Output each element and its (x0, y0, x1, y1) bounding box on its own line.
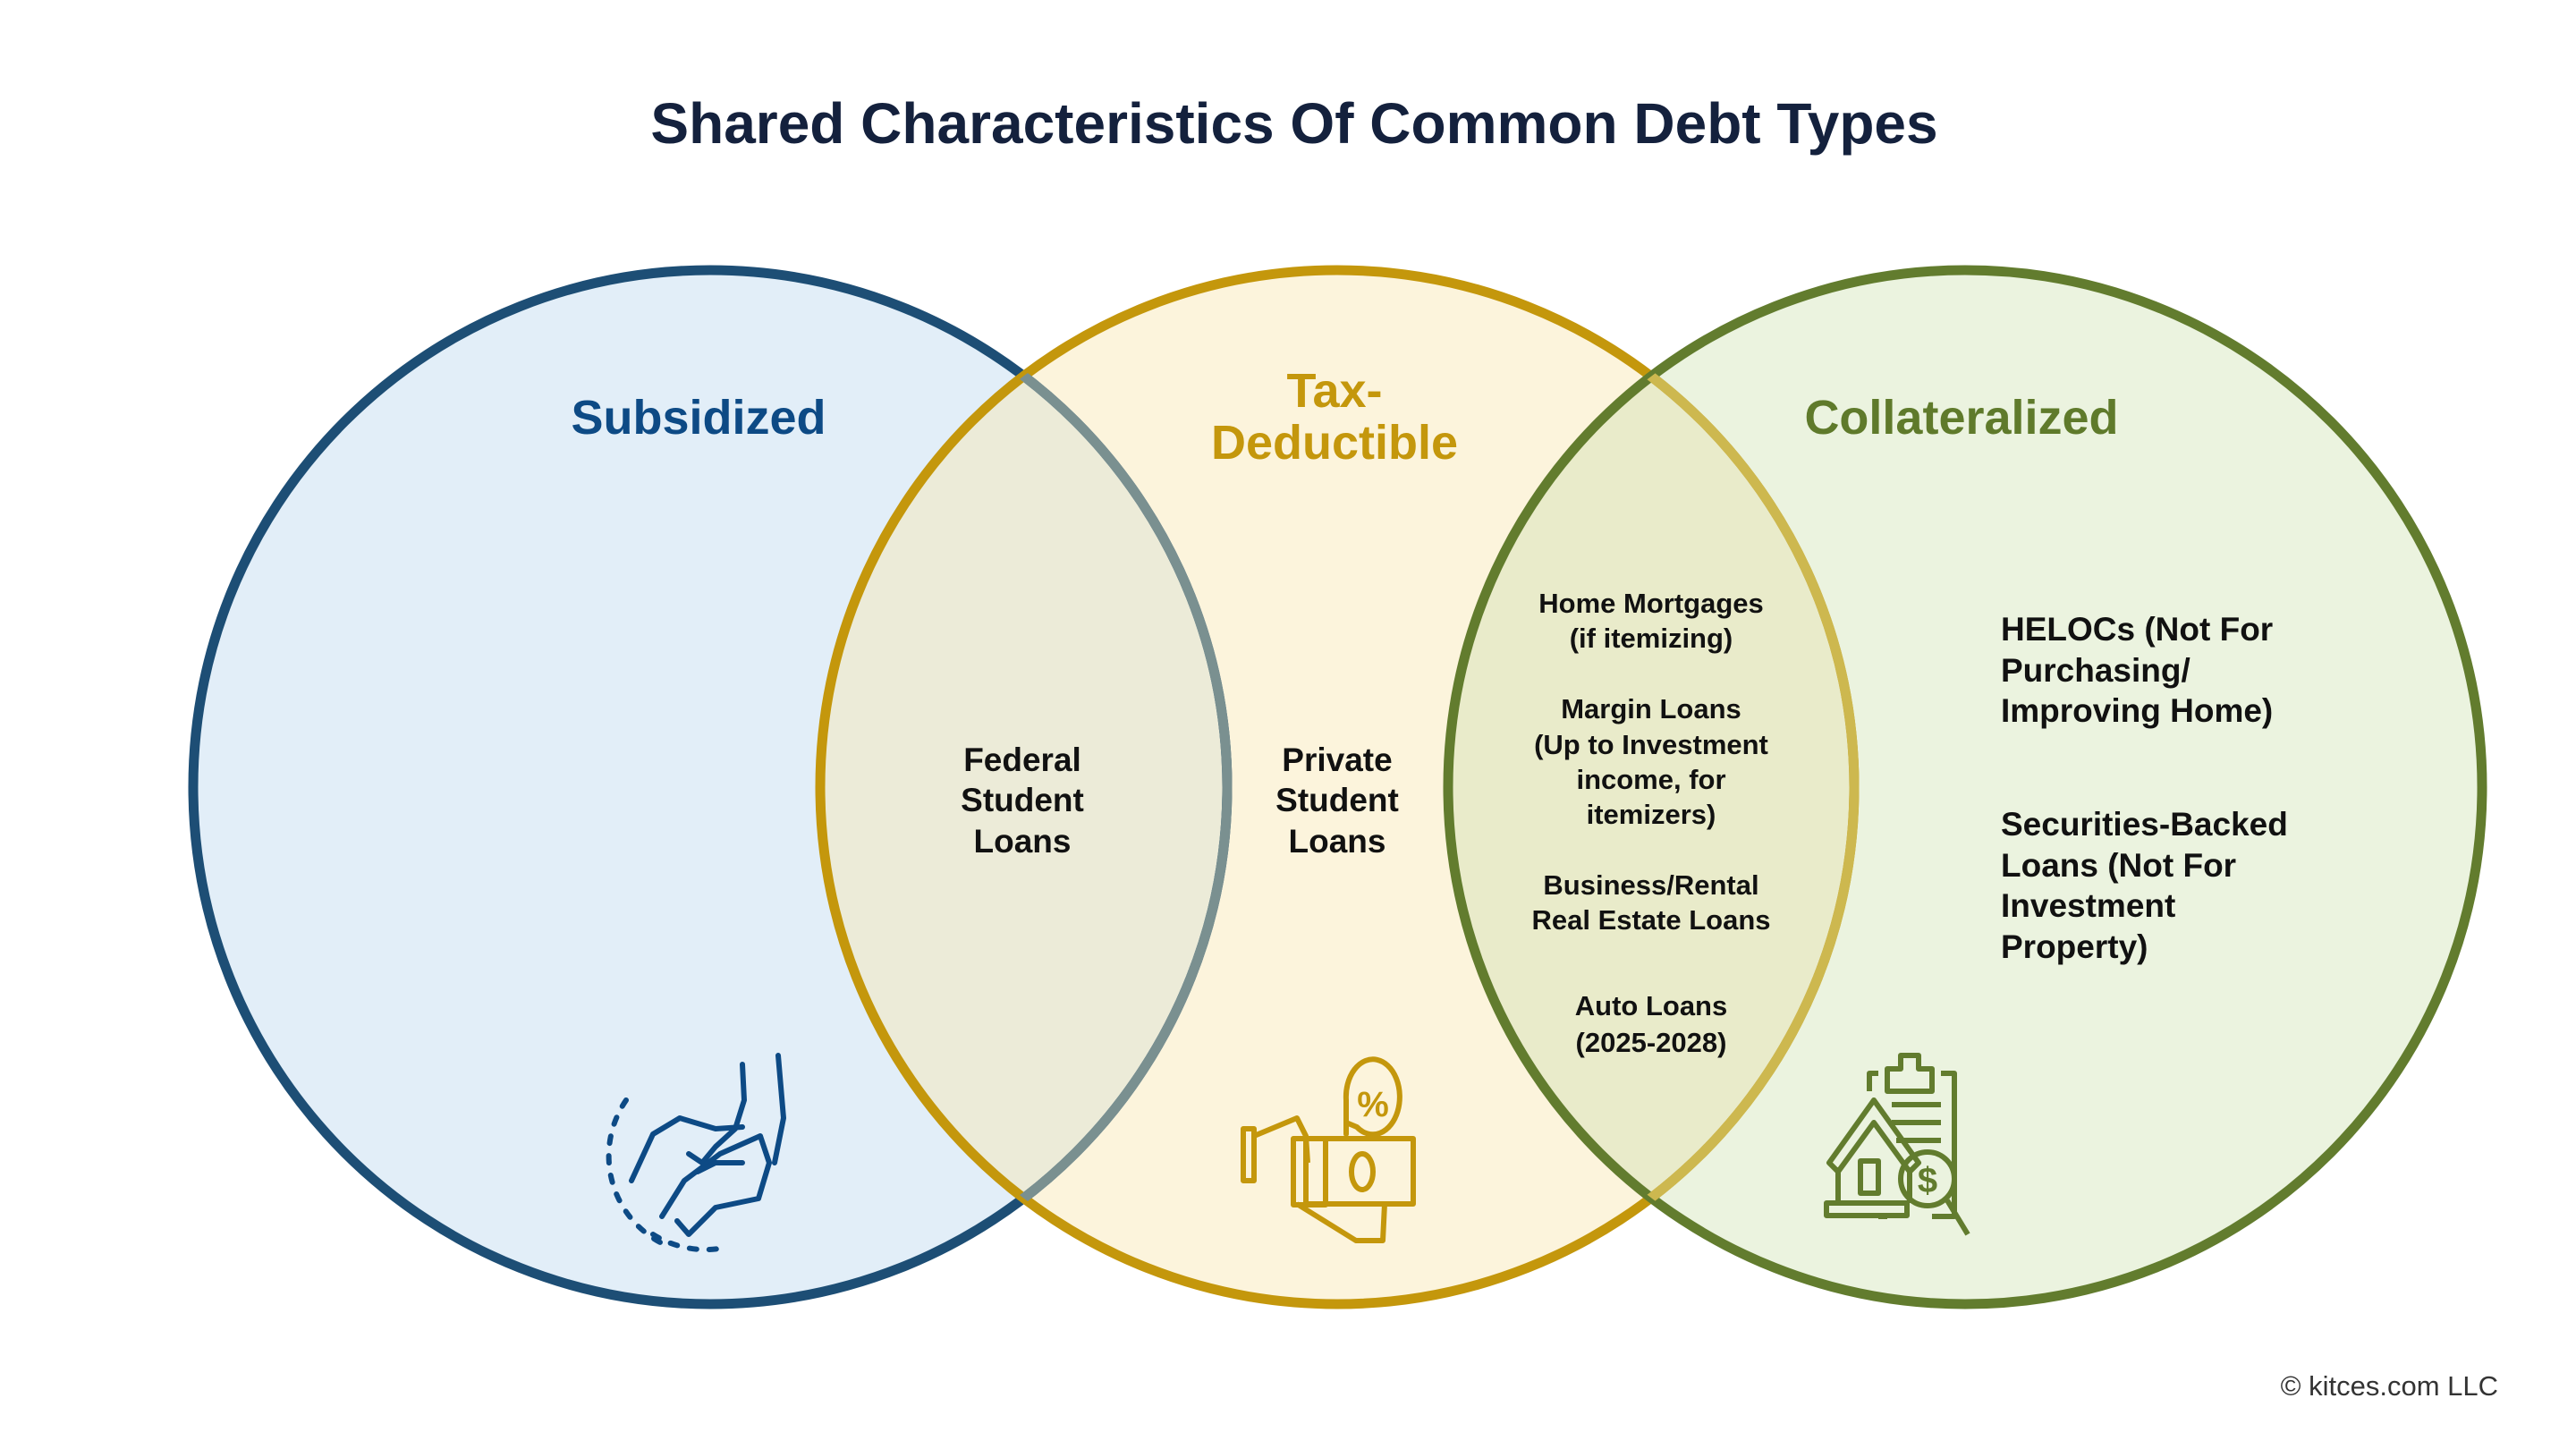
collateralized-outline (1443, 265, 2487, 1309)
dollar-glyph: $ (1918, 1161, 1937, 1200)
copyright: © kitces.com LLC (2281, 1370, 2498, 1402)
margin-loans-note: itemizers) (1587, 799, 1716, 830)
hand-money-icon (606, 1053, 786, 1252)
securities-backed-loans: Loans (Not For (2001, 847, 2236, 884)
securities-backed-loans: Property) (2001, 928, 2148, 965)
margin-loans-note: (Up to Investment (1534, 729, 1768, 760)
private-student-loans: Private Student Loans (1275, 741, 1399, 860)
item-line: Private (1282, 741, 1392, 778)
federal-student-loans: Federal Student Loans (961, 741, 1084, 860)
house-clipboard-dollar-icon: $ (1824, 1053, 1970, 1236)
item-line: Federal (963, 741, 1081, 778)
item-line: Loans (1289, 823, 1386, 860)
home-mortgages-note: (if itemizing) (1570, 623, 1733, 654)
helocs: Purchasing/ (2001, 652, 2190, 689)
percent-glyph: % (1357, 1085, 1389, 1124)
overlap-tax-collateral (1448, 270, 1854, 1304)
business-rental-loans: Real Estate Loans (1531, 904, 1770, 936)
item-line: Student (1275, 782, 1399, 818)
tax-deductible-label-2: Deductible (1211, 416, 1458, 470)
collateralized-label: Collateralized (1804, 391, 2118, 445)
helocs: Improving Home) (2001, 692, 2273, 729)
item-line: Student (961, 782, 1084, 818)
subsidized-outline-inner (820, 270, 1233, 1304)
tax-outline-inner (1448, 270, 1860, 1304)
diagram-title: Shared Characteristics Of Common Debt Ty… (650, 91, 1937, 156)
collateral-only-items: HELOCs (Not For Purchasing/ Improving Ho… (2001, 611, 2288, 965)
tax-deductible-label-1: Tax- (1286, 364, 1382, 418)
cash-percent-icon: % (1241, 1056, 1416, 1243)
helocs: HELOCs (Not For (2001, 611, 2273, 648)
home-mortgages: Home Mortgages (1538, 588, 1763, 619)
tax-collateral-items: Home Mortgages (if itemizing) Margin Loa… (1531, 588, 1770, 1058)
subsidized-label: Subsidized (571, 391, 826, 445)
item-line: Loans (974, 823, 1072, 860)
margin-loans: Margin Loans (1561, 693, 1741, 724)
securities-backed-loans: Securities-Backed (2001, 806, 2288, 843)
auto-loans-note: (2025-2028) (1576, 1027, 1727, 1058)
auto-loans: Auto Loans (1575, 990, 1728, 1021)
margin-loans-note: income, for (1576, 764, 1725, 795)
securities-backed-loans: Investment (2001, 887, 2175, 924)
overlap-subsidized-tax (820, 270, 1227, 1304)
business-rental-loans: Business/Rental (1543, 869, 1758, 901)
